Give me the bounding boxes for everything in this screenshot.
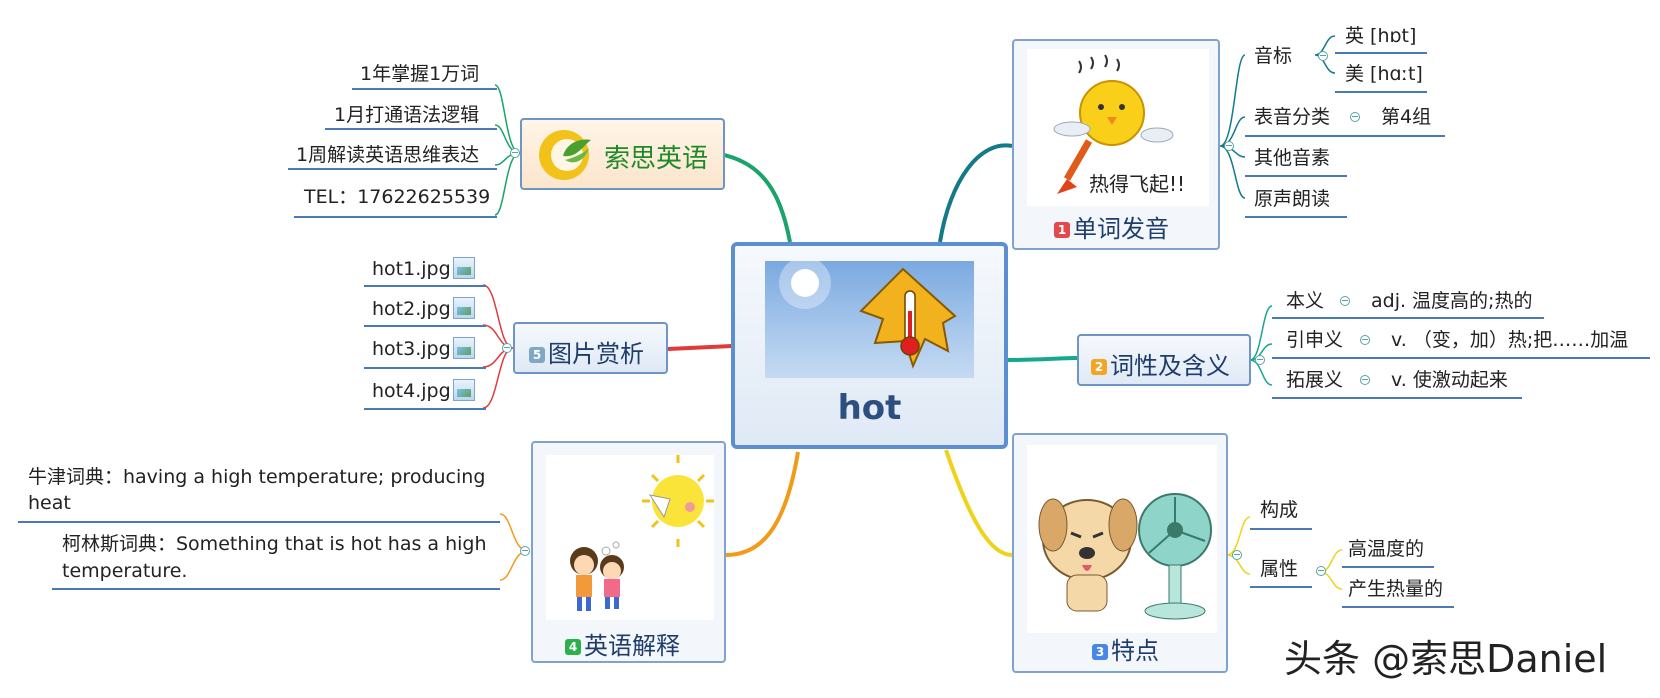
jpg-file-icon — [452, 257, 475, 279]
brand-leaf-thinking: 1周解读英语思维表达 — [296, 144, 480, 166]
underline — [325, 128, 497, 130]
oxford-definition: 牛津词典：having a high temperature; producin… — [28, 466, 486, 514]
phonetic-collapse-toggle[interactable] — [1318, 51, 1328, 61]
pic-file-4[interactable]: hot4.jpg — [372, 379, 475, 402]
underline — [52, 588, 500, 590]
underline — [1250, 528, 1312, 530]
pron-number-badge: 1 — [1054, 222, 1070, 238]
underline — [1272, 397, 1522, 399]
underline — [1250, 586, 1312, 588]
underline — [1245, 135, 1445, 137]
classify-value: 第4组 — [1381, 106, 1432, 128]
pic-file-3[interactable]: hot3.jpg — [372, 337, 475, 360]
brand-leaf-tel: TEL：17622625539 — [304, 186, 491, 208]
brand-name: 索思英语 — [604, 144, 709, 174]
feature-title: 特点 — [1111, 637, 1159, 665]
meaning-extended-toggle[interactable] — [1360, 335, 1370, 345]
meaning-expanded-label: 拓展义 — [1286, 369, 1344, 391]
underline — [1342, 566, 1434, 568]
meaning-basic-toggle[interactable] — [1340, 296, 1350, 306]
dog-fan-illustration — [1027, 445, 1217, 633]
english-title: 英语解释 — [584, 632, 680, 660]
underline — [1245, 216, 1347, 218]
underline — [1245, 175, 1347, 177]
feature-collapse-toggle[interactable] — [1232, 550, 1242, 560]
feature-attr-label: 属性 — [1260, 558, 1299, 580]
english-collapse-toggle[interactable] — [520, 546, 530, 556]
underline — [364, 408, 486, 410]
underline — [1272, 317, 1544, 319]
brand-node[interactable]: 索思英语 — [520, 118, 725, 190]
meaning-title: 词性及含义 — [1110, 352, 1230, 380]
original-reading[interactable]: 原声朗读 — [1254, 188, 1331, 210]
meaning-extended-value: v. （变，加）热;把……加温 — [1391, 329, 1629, 351]
feature-attr-high-temp: 高温度的 — [1348, 538, 1425, 560]
watermark: 头条 @索思Daniel — [1284, 637, 1608, 681]
phonetic-uk: 英 [hɒt] — [1345, 25, 1417, 47]
jpg-file-icon — [452, 337, 475, 359]
feature-attr-toggle[interactable] — [1316, 566, 1326, 576]
meaning-expanded-value: v. 使激动起来 — [1391, 369, 1508, 391]
meaning-basic-value: adj. 温度高的;热的 — [1371, 290, 1533, 312]
meaning-extended-label: 引申义 — [1286, 329, 1344, 351]
feature-attr-produce-heat: 产生热量的 — [1348, 578, 1444, 600]
sun-kids-illustration — [546, 455, 714, 620]
meaning-basic-label: 本义 — [1286, 290, 1325, 312]
meaning-collapse-toggle[interactable] — [1255, 355, 1265, 365]
pic-file-2[interactable]: hot2.jpg — [372, 297, 475, 320]
meaning-number-badge: 2 — [1091, 359, 1107, 375]
underline — [352, 88, 497, 90]
jpg-file-icon — [452, 297, 475, 319]
phonetic-us: 美 [hɑːt] — [1345, 63, 1423, 85]
brand-logo-icon — [537, 128, 591, 182]
svg-text:热得飞起!!: 热得飞起!! — [1089, 172, 1185, 196]
underline — [1335, 91, 1427, 93]
pics-number-badge: 5 — [529, 347, 545, 363]
central-topic[interactable]: hot — [731, 242, 1008, 449]
underline — [1342, 606, 1454, 608]
underline — [1272, 357, 1650, 359]
phonetic-label: 音标 — [1254, 45, 1293, 67]
hot-sign-image — [765, 261, 974, 378]
brand-leaf-grammar: 1月打通语法逻辑 — [334, 104, 480, 126]
central-title: hot — [837, 388, 902, 428]
feature-number-badge: 3 — [1092, 644, 1108, 660]
hot-chick-illustration: 热得飞起!! — [1027, 49, 1209, 206]
pron-collapse-toggle[interactable] — [1224, 141, 1234, 151]
english-number-badge: 4 — [565, 639, 581, 655]
pic-file-1[interactable]: hot1.jpg — [372, 257, 475, 280]
underline — [364, 367, 486, 369]
pics-title: 图片赏析 — [548, 340, 644, 368]
collins-definition: 柯林斯词典：Something that is hot has a high t… — [62, 533, 487, 582]
jpg-file-icon — [452, 379, 475, 401]
underline — [364, 285, 486, 287]
underline — [18, 521, 500, 523]
classify-label: 表音分类 — [1254, 106, 1331, 128]
other-phonemes[interactable]: 其他音素 — [1254, 147, 1331, 169]
meaning-expanded-toggle[interactable] — [1360, 375, 1370, 385]
feature-compose: 构成 — [1260, 499, 1299, 521]
underline — [1335, 52, 1427, 54]
underline — [294, 216, 497, 218]
brand-leaf-words: 1年掌握1万词 — [360, 63, 480, 85]
pron-title: 单词发音 — [1073, 215, 1169, 243]
underline — [364, 325, 486, 327]
underline — [288, 168, 497, 170]
classify-collapse-toggle[interactable] — [1350, 112, 1360, 122]
pics-collapse-toggle[interactable] — [502, 343, 512, 353]
brand-collapse-toggle[interactable] — [510, 148, 520, 158]
